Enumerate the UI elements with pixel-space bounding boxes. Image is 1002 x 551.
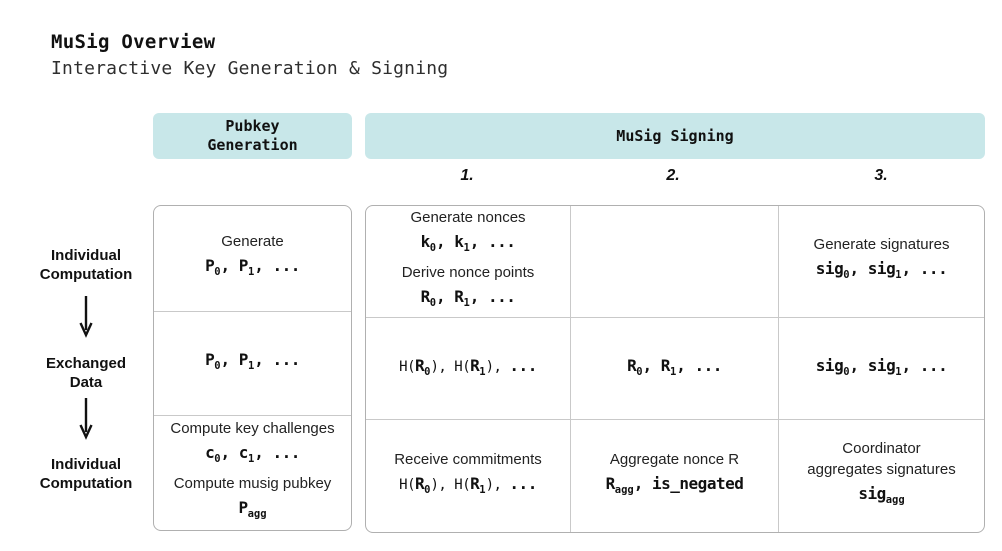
step-number-1: 1. (460, 167, 474, 184)
row-label-exchanged-data: Exchanged Data (45, 355, 127, 391)
signing-cell-r2c1: H(R0), H(R1), ... (366, 317, 570, 419)
down-arrow-icon (79, 396, 93, 440)
page-title: MuSig Overview (51, 31, 216, 53)
row-label-individual-computation-2: Individual Computation (39, 456, 133, 492)
down-arrow-icon (79, 294, 93, 338)
pubkey-cell-exchanged-data: P0, P1, ... (154, 310, 351, 416)
row-label-individual-computation-1: Individual Computation (39, 247, 133, 283)
pubkey-generation-header: Pubkey Generation (153, 113, 352, 159)
signing-cell-r2c3: sig0, sig1, ... (778, 317, 984, 419)
step-numbers: 1. 2. 3. (365, 167, 985, 189)
signing-cell-r2c2: R0, R1, ... (570, 317, 778, 419)
signing-cell-r1c2 (570, 206, 778, 317)
step-number-2: 2. (666, 167, 680, 184)
step-number-3: 3. (874, 167, 888, 184)
page-subtitle: Interactive Key Generation & Signing (51, 58, 449, 79)
musig-signing-header: MuSig Signing (365, 113, 985, 159)
